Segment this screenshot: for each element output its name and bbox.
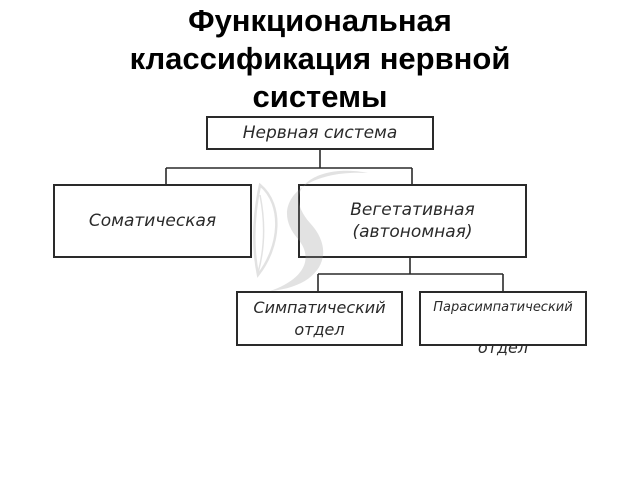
node-parasympathetic-line2: отдел [477, 337, 529, 357]
node-vegetative: Вегетативная (автономная) [298, 184, 527, 258]
node-nervous-system: Нервная система [206, 116, 434, 150]
node-parasympathetic-line1: Парасимпатический [433, 299, 573, 315]
node-somatic: Соматическая [53, 184, 252, 258]
node-parasympathetic: Парасимпатический отдел [419, 291, 587, 357]
node-sympathetic: Симпатический отдел [236, 291, 403, 346]
slide-title: Функциональная классификация нервной сис… [129, 3, 511, 114]
